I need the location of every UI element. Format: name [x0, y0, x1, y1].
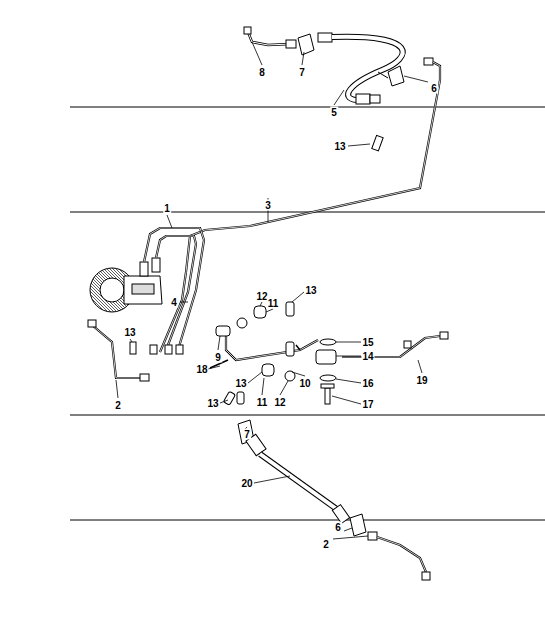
- callout-number: 20: [240, 478, 253, 489]
- lower-hose-group: [238, 420, 430, 580]
- callout-number: 6: [334, 522, 342, 533]
- callout-number: 3: [264, 200, 272, 211]
- band-lines: [70, 107, 545, 520]
- callout-number: 9: [214, 352, 222, 363]
- callout-number: 7: [298, 67, 306, 78]
- callout-number: 19: [415, 375, 428, 386]
- callout-number: 4: [170, 297, 178, 308]
- callout-number: 2: [322, 539, 330, 550]
- callout-number: 8: [258, 67, 266, 78]
- callout-number: 7: [243, 429, 251, 440]
- callout-number: 14: [361, 351, 374, 362]
- callout-number: 13: [206, 398, 219, 409]
- callout-number: 13: [123, 327, 136, 338]
- callout-number: 13: [304, 285, 317, 296]
- callout-number: 10: [298, 378, 311, 389]
- callout-number: 18: [195, 364, 208, 375]
- callout-number: 12: [273, 397, 286, 408]
- callout-number: 11: [267, 298, 280, 309]
- fittings: [88, 302, 448, 405]
- upper-hose-group: [186, 27, 440, 272]
- callout-number: 13: [333, 141, 346, 152]
- callout-number: 15: [361, 337, 374, 348]
- callout-number: 6: [430, 83, 438, 94]
- callout-number: 17: [361, 399, 374, 410]
- callout-number: 13: [234, 378, 247, 389]
- callout-number: 11: [256, 397, 269, 408]
- callout-number: 16: [361, 378, 374, 389]
- callout-number: 2: [114, 400, 122, 411]
- callout-number: 1: [163, 203, 171, 214]
- callout-number: 5: [330, 107, 338, 118]
- leader-lines: [116, 42, 428, 539]
- brake-pipes: [92, 228, 440, 378]
- master-cylinder: [90, 258, 162, 312]
